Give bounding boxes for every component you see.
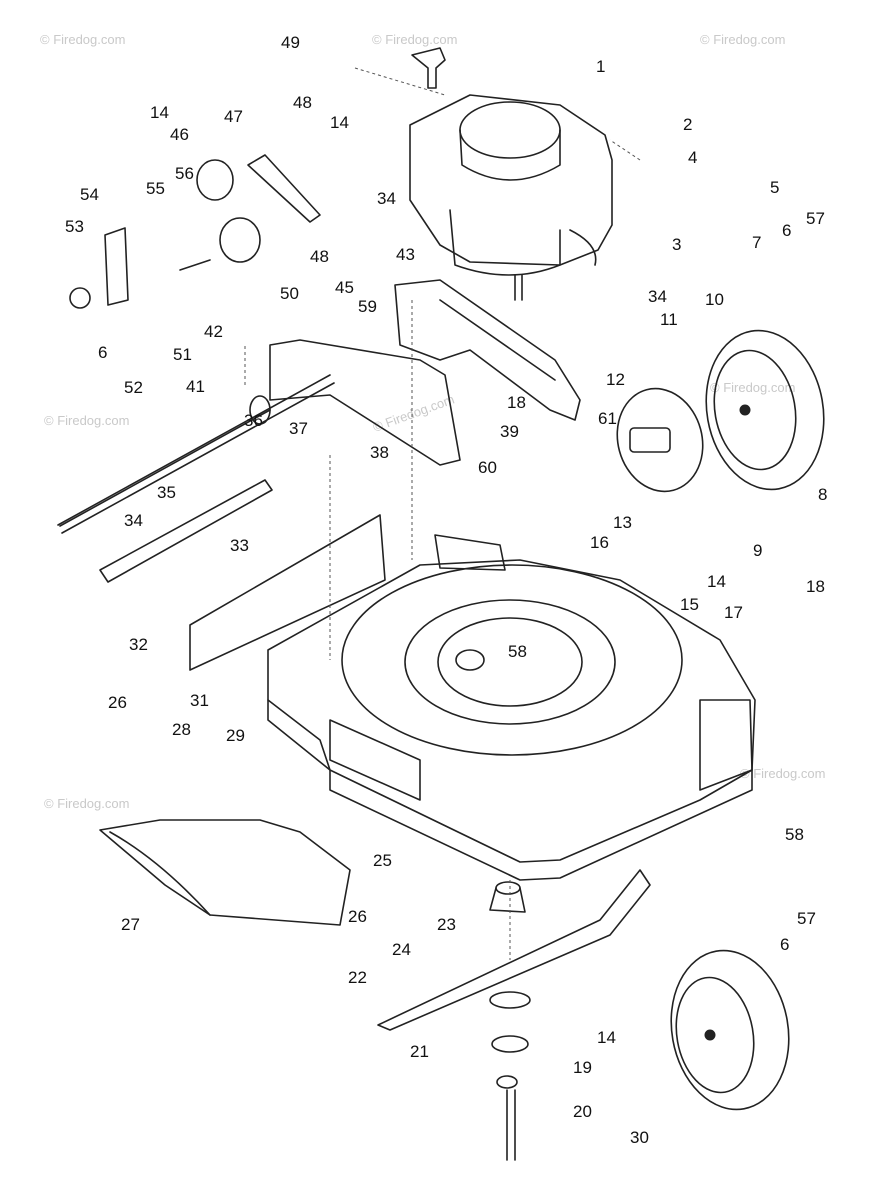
part-number-label: 50 bbox=[280, 284, 299, 303]
part-number-label: 22 bbox=[348, 968, 367, 987]
part-number-label: 25 bbox=[373, 851, 392, 870]
watermark: © Firedog.com bbox=[44, 413, 129, 428]
part-number-label: 13 bbox=[613, 513, 632, 532]
part-number-label: 48 bbox=[310, 247, 329, 266]
watermark: © Firedog.com bbox=[710, 380, 795, 395]
part-number-label: 30 bbox=[630, 1128, 649, 1147]
part-number-label: 17 bbox=[724, 603, 743, 622]
part-number-label: 27 bbox=[121, 915, 140, 934]
part-number-label: 18 bbox=[806, 577, 825, 596]
part-number-label: 61 bbox=[598, 409, 617, 428]
part-number-label: 26 bbox=[348, 907, 367, 926]
part-number-label: 34 bbox=[377, 189, 396, 208]
part-number-label: 6 bbox=[98, 343, 107, 362]
watermark: © Firedog.com bbox=[700, 32, 785, 47]
part-number-label: 3 bbox=[672, 235, 681, 254]
part-number-label: 51 bbox=[173, 345, 192, 364]
part-number-label: 6 bbox=[782, 221, 791, 240]
part-number-label: 39 bbox=[500, 422, 519, 441]
part-number-label: 33 bbox=[230, 536, 249, 555]
part-number-label: 34 bbox=[124, 511, 143, 530]
part-number-label: 56 bbox=[175, 164, 194, 183]
wheel-adjuster bbox=[616, 387, 704, 493]
part-number-label: 5 bbox=[770, 178, 779, 197]
part-number-label: 21 bbox=[410, 1042, 429, 1061]
part-number-label: 2 bbox=[683, 115, 692, 134]
discharge-deflector bbox=[99, 819, 351, 926]
part-number-label: 29 bbox=[226, 726, 245, 745]
part-number-label: 37 bbox=[289, 419, 308, 438]
blade bbox=[377, 869, 651, 1161]
part-number-label: 19 bbox=[573, 1058, 592, 1077]
engine bbox=[409, 47, 613, 301]
part-number-label: 49 bbox=[281, 33, 300, 52]
blade-adapter bbox=[489, 881, 526, 913]
part-number-label: 26 bbox=[108, 693, 127, 712]
part-number-label: 14 bbox=[597, 1028, 616, 1047]
part-number-label: 10 bbox=[705, 290, 724, 309]
handle-bracket bbox=[394, 279, 581, 421]
rear-wheel bbox=[670, 949, 790, 1111]
part-number-label: 35 bbox=[157, 483, 176, 502]
part-number-label: 47 bbox=[224, 107, 243, 126]
part-number-label: 48 bbox=[293, 93, 312, 112]
watermark: © Firedog.com bbox=[40, 32, 125, 47]
part-number-label: 9 bbox=[753, 541, 762, 560]
part-number-label: 53 bbox=[65, 217, 84, 236]
part-number-label: 14 bbox=[707, 572, 726, 591]
part-number-label: 1 bbox=[596, 57, 605, 76]
part-number-label: 57 bbox=[797, 909, 816, 928]
part-number-label: 42 bbox=[204, 322, 223, 341]
part-number-label: 4 bbox=[688, 148, 697, 167]
part-number-label: 18 bbox=[507, 393, 526, 412]
part-number-label: 11 bbox=[660, 310, 678, 329]
part-number-label: 41 bbox=[186, 377, 205, 396]
part-number-label: 15 bbox=[680, 595, 699, 614]
rear-flap bbox=[59, 409, 386, 671]
part-number-label: 36 bbox=[244, 411, 263, 430]
part-number-label: 31 bbox=[190, 691, 209, 710]
part-number-label: 24 bbox=[392, 940, 411, 959]
pulley-bracket-assembly bbox=[69, 154, 321, 309]
part-number-label: 43 bbox=[396, 245, 415, 264]
part-number-label: 57 bbox=[806, 209, 825, 228]
part-labels: 1234567891011121314151617181920212223242… bbox=[65, 33, 827, 1147]
part-number-label: 45 bbox=[335, 278, 354, 297]
handle bbox=[57, 339, 461, 534]
part-number-label: 14 bbox=[330, 113, 349, 132]
part-number-label: 58 bbox=[785, 825, 804, 844]
part-number-label: 7 bbox=[752, 233, 761, 252]
watermark: © Firedog.com bbox=[740, 766, 825, 781]
part-number-label: 60 bbox=[478, 458, 497, 477]
mower-deck bbox=[267, 534, 756, 881]
front-wheel bbox=[705, 329, 825, 491]
part-number-label: 6 bbox=[780, 935, 789, 954]
watermark: © Firedog.com bbox=[44, 796, 129, 811]
part-number-label: 38 bbox=[370, 443, 389, 462]
part-number-label: 58 bbox=[508, 642, 527, 661]
part-number-label: 14 bbox=[150, 103, 169, 122]
part-number-label: 55 bbox=[146, 179, 165, 198]
assembly-lines bbox=[244, 67, 641, 960]
watermark: © Firedog.com bbox=[372, 32, 457, 47]
part-number-label: 8 bbox=[818, 485, 827, 504]
part-number-label: 23 bbox=[437, 915, 456, 934]
part-number-label: 12 bbox=[606, 370, 625, 389]
part-number-label: 52 bbox=[124, 378, 143, 397]
part-number-label: 46 bbox=[170, 125, 189, 144]
part-number-label: 20 bbox=[573, 1102, 592, 1121]
part-number-label: 28 bbox=[172, 720, 191, 739]
part-number-label: 16 bbox=[590, 533, 609, 552]
part-number-label: 34 bbox=[648, 287, 667, 306]
part-number-label: 59 bbox=[358, 297, 377, 316]
part-number-label: 32 bbox=[129, 635, 148, 654]
watermark-layer: © Firedog.com © Firedog.com © Firedog.co… bbox=[40, 32, 825, 811]
part-number-label: 54 bbox=[80, 185, 99, 204]
